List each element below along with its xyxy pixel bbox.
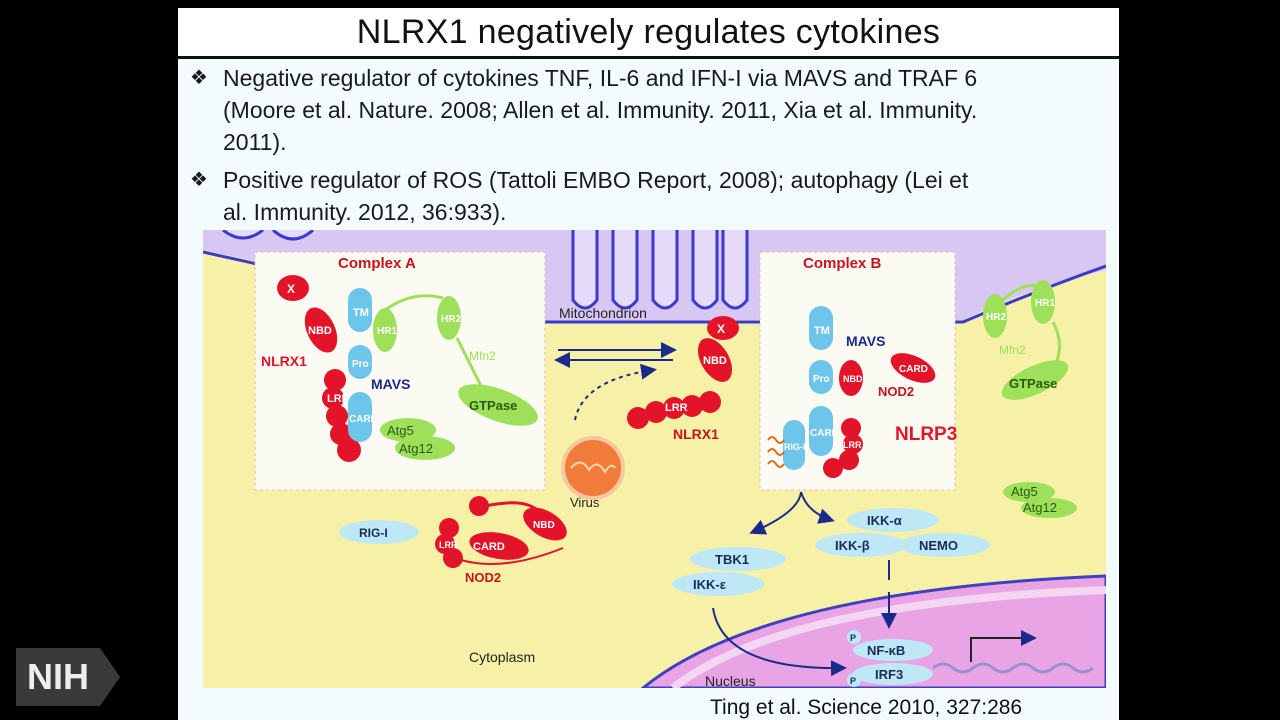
nod2-label-b: NOD2	[878, 384, 914, 399]
slide: NLRX1 negatively regulates cytokines ❖ N…	[178, 8, 1119, 720]
svg-text:Pro: Pro	[352, 359, 369, 370]
cytoplasm-label: Cytoplasm	[469, 649, 535, 665]
mavs-label-a: MAVS	[371, 376, 410, 392]
svg-text:RIG-I: RIG-I	[359, 526, 388, 540]
svg-text:RIG-I: RIG-I	[784, 442, 806, 452]
svg-text:NBD: NBD	[703, 355, 727, 367]
nih-logo: NIH	[16, 648, 120, 706]
nlrx1-label-free: NLRX1	[673, 426, 719, 442]
bullet-2: ❖ Positive regulator of ROS (Tattoli EMB…	[190, 164, 1105, 228]
svg-text:Pro: Pro	[813, 374, 830, 385]
svg-text:GTPase: GTPase	[1009, 376, 1057, 391]
bullet-2-line-2: al. Immunity. 2012, 36:933).	[223, 199, 507, 225]
bullet-1-line-3: 2011).	[223, 129, 287, 155]
svg-text:HR1: HR1	[377, 326, 397, 337]
mitochondrion-label: Mitochondrion	[559, 305, 647, 321]
svg-text:Mfn2: Mfn2	[469, 349, 496, 363]
svg-text:Atg12: Atg12	[399, 441, 433, 456]
complex-b-label: Complex B	[803, 255, 882, 272]
ikk-beta-label: IKK-β	[835, 538, 870, 553]
svg-text:P: P	[850, 633, 856, 643]
svg-text:LRR: LRR	[327, 393, 350, 405]
svg-text:GTPase: GTPase	[469, 398, 517, 413]
bullet-marker-icon: ❖	[190, 169, 208, 191]
bullet-2-line-1: Positive regulator of ROS (Tattoli EMBO …	[223, 167, 969, 193]
bullet-1: ❖ Negative regulator of cytokines TNF, I…	[190, 62, 1105, 158]
bullet-1-line-1: Negative regulator of cytokines TNF, IL-…	[223, 65, 978, 91]
nlrx1-label-a: NLRX1	[261, 353, 307, 369]
tbk1-label: TBK1	[715, 552, 749, 567]
svg-text:P: P	[850, 676, 856, 686]
rig-i-free	[339, 520, 419, 544]
svg-text:TM: TM	[353, 307, 369, 319]
nod2-free	[435, 496, 567, 568]
free-nlrx1	[627, 316, 739, 429]
svg-text:TM: TM	[814, 325, 830, 337]
svg-text:LRR: LRR	[843, 440, 862, 450]
nlrx1-pathway-figure: Complex A Complex B Mitochondrion X NBD …	[203, 230, 1106, 688]
svg-text:HR2: HR2	[986, 312, 1006, 323]
svg-text:NBD: NBD	[308, 325, 332, 337]
nemo-label: NEMO	[919, 538, 958, 553]
ikk-epsilon-label: IKK-ε	[693, 577, 726, 592]
virus-icon	[561, 436, 625, 500]
nucleus-shape	[640, 574, 1106, 688]
title-bar: NLRX1 negatively regulates cytokines	[178, 8, 1119, 59]
svg-text:CARD: CARD	[899, 364, 928, 375]
svg-text:CARD: CARD	[349, 414, 378, 425]
svg-text:Mfn2: Mfn2	[999, 343, 1026, 357]
svg-text:X: X	[287, 282, 295, 296]
svg-text:LRR: LRR	[665, 402, 688, 414]
svg-text:HR1: HR1	[1035, 298, 1055, 309]
bullet-1-line-2: (Moore et al. Nature. 2008; Allen et al.…	[223, 97, 978, 123]
citation: Ting et al. Science 2010, 327:286	[710, 696, 1023, 719]
nlrp3-label: NLRP3	[895, 424, 957, 445]
svg-text:Atg12: Atg12	[1023, 500, 1057, 515]
ikk-alpha-label: IKK-α	[867, 513, 902, 528]
complex-a-nlrx1	[277, 275, 361, 462]
svg-text:CARD: CARD	[810, 428, 839, 439]
nfkb-label: NF-κB	[867, 643, 905, 658]
svg-text:HR2: HR2	[441, 314, 461, 325]
mavs-label-b: MAVS	[846, 333, 885, 349]
svg-text:Atg5: Atg5	[387, 423, 414, 438]
svg-text:NBD: NBD	[843, 374, 863, 384]
svg-text:CARD: CARD	[473, 541, 505, 553]
complex-a-label: Complex A	[338, 255, 416, 272]
nih-logo-text: NIH	[16, 648, 100, 706]
svg-text:Atg5: Atg5	[1011, 484, 1038, 499]
svg-text:NBD: NBD	[533, 520, 555, 531]
nucleus-label: Nucleus	[705, 673, 756, 688]
virus-label: Virus	[570, 495, 600, 510]
bullet-marker-icon: ❖	[190, 67, 208, 89]
svg-text:X: X	[717, 322, 725, 336]
svg-text:LRR: LRR	[439, 540, 458, 550]
nih-chevron-icon	[100, 648, 120, 706]
dna-icon	[932, 662, 1094, 674]
nod2-label-free: NOD2	[465, 570, 501, 585]
irf3-label: IRF3	[875, 667, 903, 682]
slide-title: NLRX1 negatively regulates cytokines	[356, 12, 941, 51]
